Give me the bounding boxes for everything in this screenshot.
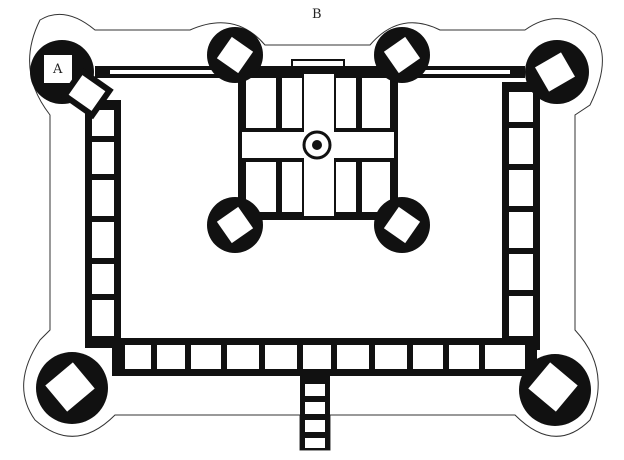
orientation-label: B: [312, 7, 322, 22]
keep: [207, 27, 430, 253]
tower-label: A: [52, 62, 63, 77]
moat-outline: [23, 13, 603, 451]
keep-entrance-balustrade: [291, 59, 345, 69]
corner-towers: [30, 40, 591, 426]
bridge: [300, 376, 330, 450]
central-staircase: [302, 130, 332, 160]
wing-rooms: [92, 70, 533, 369]
